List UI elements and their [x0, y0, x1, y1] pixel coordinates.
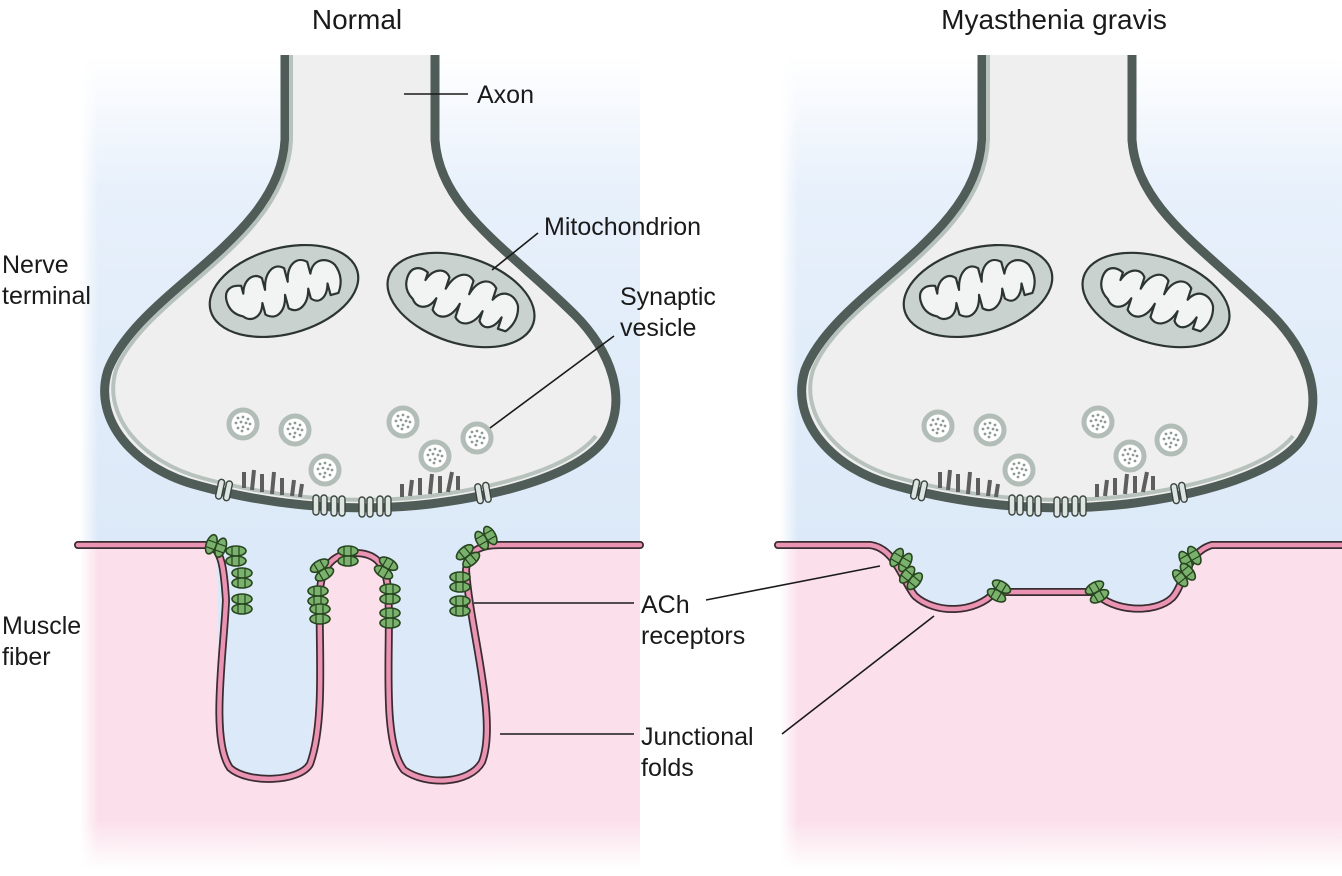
- left-nerve-terminal: [100, 55, 621, 518]
- label-ach-receptors: ACh receptors: [474, 565, 881, 650]
- label-axon: Axon: [404, 81, 534, 109]
- left-panel-title: Normal: [312, 4, 402, 35]
- svg-text:Muscle: Muscle: [2, 612, 81, 640]
- right-panel-title: Myasthenia gravis: [941, 4, 1167, 35]
- label-muscle-fiber: Muscle fiber: [2, 612, 81, 671]
- svg-text:folds: folds: [641, 754, 694, 782]
- svg-text:Nerve: Nerve: [2, 251, 69, 279]
- label-nerve-terminal: Nerve terminal: [2, 251, 91, 310]
- active-zone-densities-right: [938, 469, 1155, 498]
- svg-text:receptors: receptors: [641, 622, 745, 650]
- svg-text:terminal: terminal: [2, 282, 91, 310]
- label-mitochondrion: Mitochondrion: [491, 213, 701, 271]
- label-junctional-folds: Junctional folds: [500, 615, 935, 782]
- right-postsynaptic-membrane: [774, 541, 1342, 613]
- label-synaptic-vesicle: Synaptic vesicle: [489, 283, 716, 429]
- left-postsynaptic-membrane: [74, 523, 644, 785]
- svg-text:Mitochondrion: Mitochondrion: [544, 213, 701, 241]
- active-zone-densities-left: [242, 469, 460, 498]
- svg-text:Synaptic: Synaptic: [620, 283, 716, 311]
- svg-text:Axon: Axon: [477, 81, 534, 109]
- svg-text:vesicle: vesicle: [620, 314, 696, 342]
- svg-text:Junctional: Junctional: [641, 723, 754, 751]
- svg-text:fiber: fiber: [2, 643, 51, 671]
- svg-text:ACh: ACh: [641, 591, 690, 619]
- right-nerve-terminal: [797, 55, 1318, 518]
